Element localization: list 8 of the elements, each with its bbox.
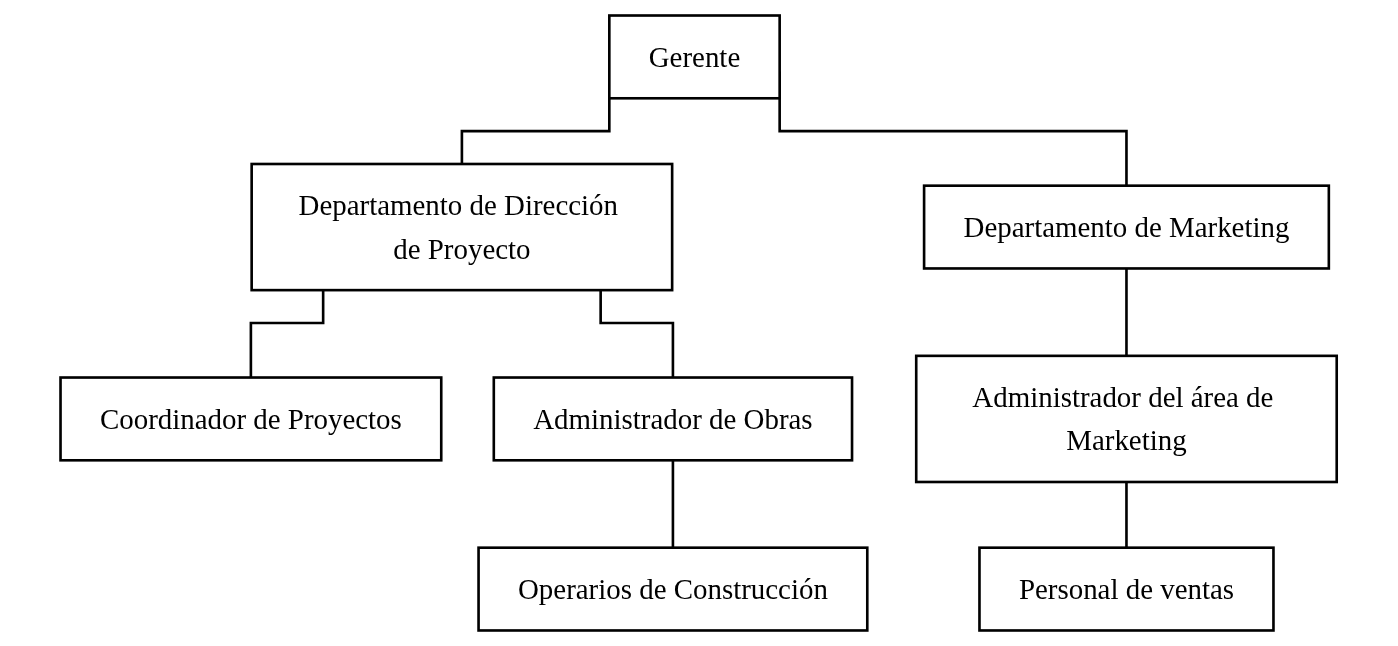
node-box: Gerente — [608, 14, 782, 100]
node-box: Operarios de Construcción — [477, 546, 869, 632]
node-box: Departamento de Marketing — [923, 184, 1331, 270]
node-box: Departamento de Dirección de Proyecto — [250, 162, 674, 292]
node-box: Coordinador de Proyectos — [59, 376, 443, 462]
node-box: Administrador de Obras — [492, 376, 854, 462]
node-box: Administrador del área de Marketing — [915, 354, 1339, 484]
node-box: Personal de ventas — [978, 546, 1276, 632]
